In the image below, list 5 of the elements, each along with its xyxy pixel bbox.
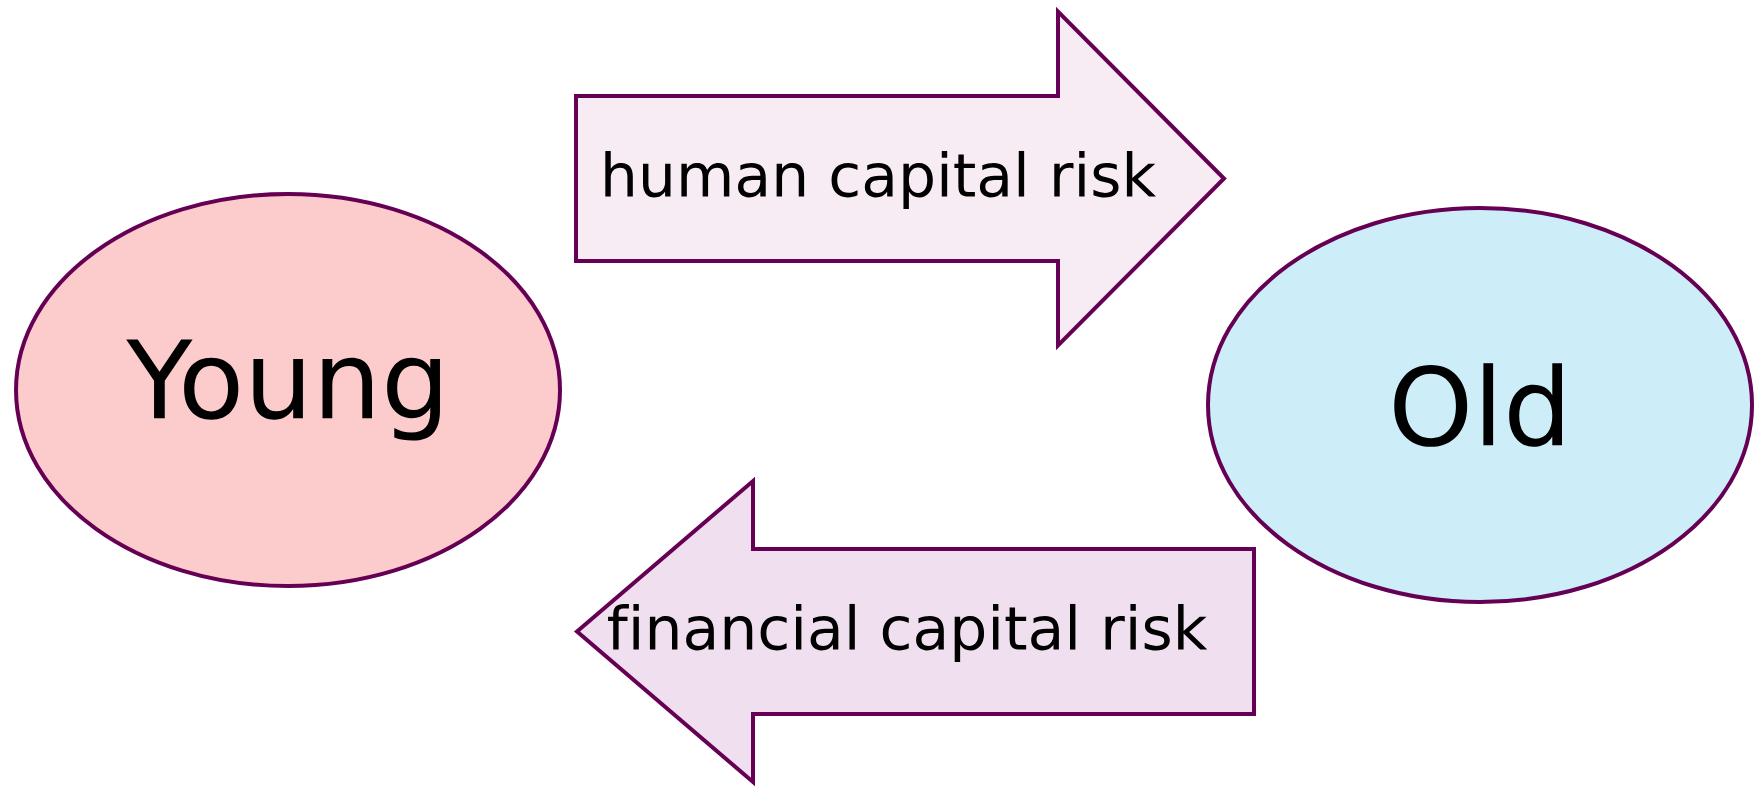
edge-label: human capital risk [605,150,1156,210]
edge-label: financial capital risk [608,603,1208,663]
block-arrow [574,6,1227,351]
ellipse-node: Young [14,192,562,588]
ellipse-node: Old [1206,206,1754,604]
